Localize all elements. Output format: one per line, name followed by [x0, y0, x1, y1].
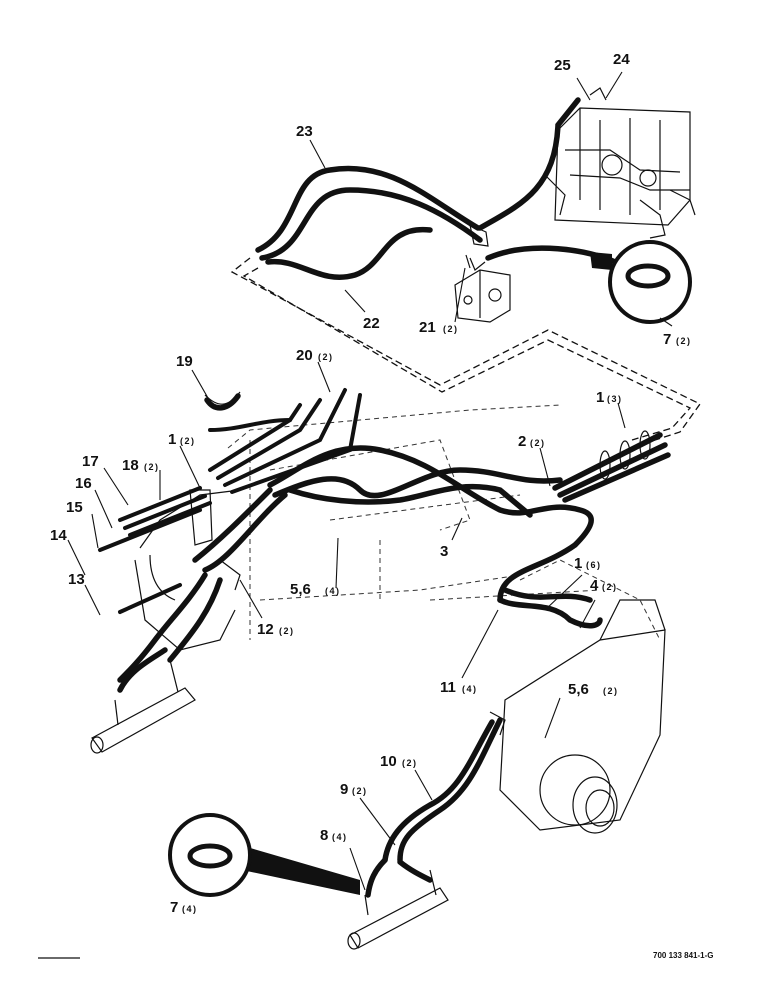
- svg-text:(2): (2): [318, 352, 334, 362]
- callout-5-6-upper: 5,6 (4): [290, 581, 341, 598]
- svg-text:(3): (3): [607, 394, 623, 404]
- callout-18: 18 (2): [122, 457, 160, 474]
- callout-11: 11 (4): [440, 679, 478, 696]
- middle-hose-assembly: [192, 418, 603, 629]
- svg-text:1: 1: [168, 431, 176, 448]
- svg-text:5,6: 5,6: [568, 681, 589, 698]
- callout-1-middle: 1 (6): [574, 555, 602, 572]
- svg-text:8: 8: [320, 827, 328, 844]
- detail-circle-7-lower: [168, 813, 360, 897]
- svg-text:(2): (2): [603, 686, 619, 696]
- svg-text:7: 7: [170, 899, 178, 916]
- svg-text:20: 20: [296, 347, 313, 364]
- lower-lift-cylinder: [347, 869, 449, 950]
- svg-text:2: 2: [518, 433, 526, 450]
- svg-text:(2): (2): [530, 438, 546, 448]
- callout-25: 25: [554, 57, 571, 74]
- svg-text:18: 18: [122, 457, 139, 474]
- steel-tubes-20: [204, 388, 362, 494]
- svg-text:14: 14: [50, 527, 67, 544]
- svg-text:(6): (6): [586, 560, 602, 570]
- svg-text:(4): (4): [182, 904, 198, 914]
- callout-4: 4 (2): [590, 577, 618, 594]
- svg-text:24: 24: [613, 51, 630, 68]
- svg-text:(4): (4): [325, 586, 341, 596]
- svg-text:1: 1: [596, 389, 604, 406]
- left-lift-cylinder: [90, 647, 196, 754]
- svg-text:(2): (2): [602, 582, 618, 592]
- svg-text:23: 23: [296, 123, 313, 140]
- hoses-9-10: [365, 711, 506, 898]
- callout-22: 22: [363, 315, 380, 332]
- callout-16: 16: [75, 475, 92, 492]
- hoses-22-23: [255, 97, 618, 280]
- callout-17: 17: [82, 453, 99, 470]
- callout-1-left: 1 (2): [168, 431, 196, 448]
- svg-text:17: 17: [82, 453, 99, 470]
- svg-text:(4): (4): [462, 684, 478, 694]
- svg-text:22: 22: [363, 315, 380, 332]
- callout-12: 12 (2): [257, 621, 295, 638]
- callout-14: 14: [50, 527, 67, 544]
- svg-text:7: 7: [663, 331, 671, 348]
- svg-text:9: 9: [340, 781, 348, 798]
- svg-text:15: 15: [66, 499, 83, 516]
- detail-circle-7-upper: [590, 240, 692, 324]
- callout-3: 3: [440, 543, 448, 560]
- svg-text:(2): (2): [676, 336, 692, 346]
- svg-text:10: 10: [380, 753, 397, 770]
- callout-24: 24: [613, 51, 630, 68]
- callout-7-lower: 7 (4): [170, 899, 198, 916]
- svg-text:12: 12: [257, 621, 274, 638]
- svg-text:4: 4: [590, 577, 599, 594]
- svg-text:16: 16: [75, 475, 92, 492]
- callout-2: 2 (2): [518, 433, 546, 450]
- callout-1-bundle: 1 (3): [596, 389, 623, 406]
- svg-text:19: 19: [176, 353, 193, 370]
- callout-10: 10 (2): [380, 753, 418, 770]
- svg-text:(4): (4): [332, 832, 348, 842]
- document-number: 700 133 841-1-G: [653, 951, 714, 960]
- callout-labels: 25 24 23 22 21 (2) 7 (2) 19 20 (2) 1 (3): [50, 51, 692, 916]
- svg-text:3: 3: [440, 543, 448, 560]
- valve-block: [454, 257, 511, 323]
- callout-21: 21 (2): [419, 319, 459, 336]
- svg-text:(2): (2): [402, 758, 418, 768]
- footer-marks: 700 133 841-1-G: [38, 951, 714, 960]
- svg-text:(2): (2): [352, 786, 368, 796]
- hose-routing-path: [230, 257, 701, 449]
- svg-text:21: 21: [419, 319, 436, 336]
- svg-text:1: 1: [574, 555, 582, 572]
- left-fittings-cluster: [98, 486, 241, 683]
- callout-20: 20 (2): [296, 347, 334, 364]
- callout-15: 15: [66, 499, 83, 516]
- svg-text:(2): (2): [180, 436, 196, 446]
- callout-23: 23: [296, 123, 313, 140]
- svg-text:25: 25: [554, 57, 571, 74]
- callout-8: 8 (4): [320, 827, 348, 844]
- wheel-hub-assembly: [499, 599, 666, 834]
- svg-text:11: 11: [440, 679, 456, 696]
- pump-assembly: [544, 87, 696, 239]
- svg-text:(2): (2): [144, 462, 160, 472]
- machine-frame-outline: [134, 404, 661, 651]
- callout-13: 13: [68, 571, 85, 588]
- svg-text:5,6: 5,6: [290, 581, 311, 598]
- svg-text:(2): (2): [279, 626, 295, 636]
- callout-19: 19: [176, 353, 193, 370]
- leader-lines: [67, 71, 673, 891]
- callout-7-upper: 7 (2): [663, 331, 692, 348]
- callout-9: 9 (2): [340, 781, 368, 798]
- callout-5-6-lower: 5,6 (2): [568, 681, 619, 698]
- svg-text:13: 13: [68, 571, 85, 588]
- svg-text:(2): (2): [443, 324, 459, 334]
- hose-clamp-bundle: [552, 430, 671, 503]
